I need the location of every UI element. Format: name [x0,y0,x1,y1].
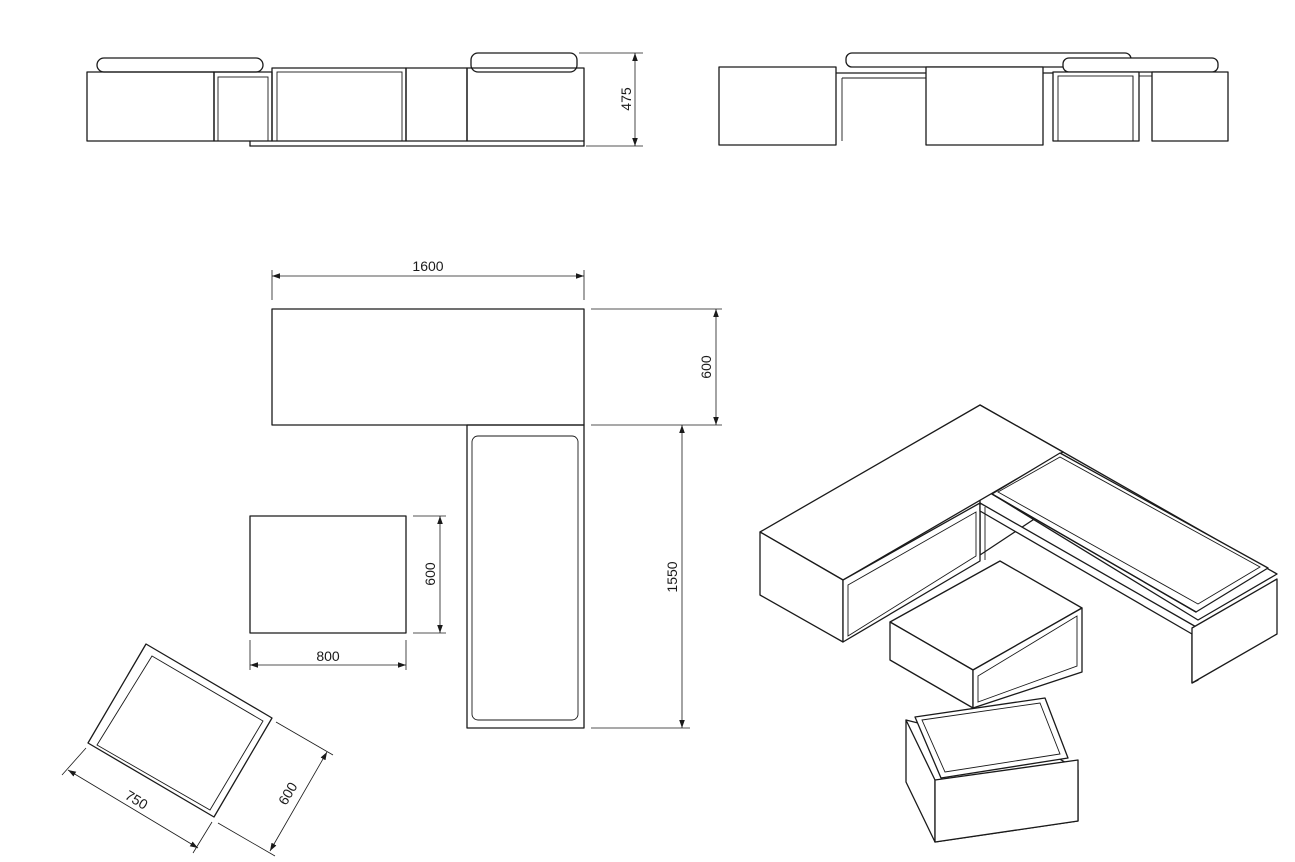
side-elevation-view [718,52,1229,146]
length-dimension-label: 1550 [664,561,680,592]
ottoman-depth-dimension-label: 600 [275,779,301,807]
table-plan-view: 600 800 [249,515,446,670]
height-dimension-label: 475 [618,87,634,111]
ottoman-plan-view: 750 600 [61,643,334,857]
table-width-dimension-label: 800 [316,648,340,664]
table-depth-dimension-label: 600 [422,562,438,586]
ottoman-length-dimension-label: 750 [122,787,150,813]
front-elevation-view: 475 [86,52,643,147]
plan-view: 1600 600 1550 [271,258,722,729]
depth-dimension-label: 600 [698,355,714,379]
width-dimension-label: 1600 [412,258,443,274]
isometric-view [759,404,1278,843]
